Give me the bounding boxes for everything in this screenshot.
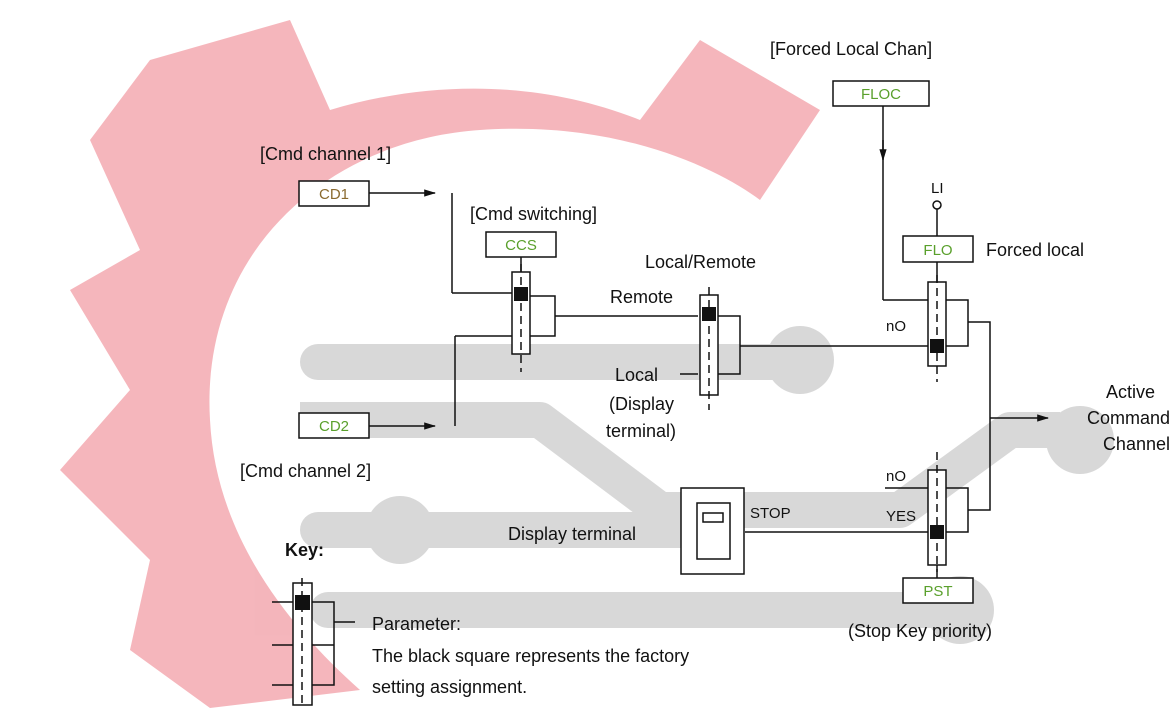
no-upper-label: nO [886, 318, 906, 335]
terminal-paren-label: terminal) [606, 421, 676, 441]
watermark [60, 20, 1114, 708]
cmd-channel-1-label: [Cmd channel 1] [260, 144, 391, 164]
local-remote-label: Local/Remote [645, 252, 756, 272]
ccs-label: CCS [505, 237, 537, 254]
remote-label: Remote [610, 287, 673, 307]
wiring [369, 106, 1050, 580]
display-terminal-device [680, 487, 745, 575]
watermark-dot-3 [366, 496, 434, 564]
watermark-dot-1 [766, 326, 834, 394]
local-remote-selector [699, 287, 719, 410]
key-title: Key: [285, 540, 324, 560]
active-label-2: Command [1087, 408, 1170, 428]
pst-label: PST [923, 583, 952, 600]
no-lower-label: nO [886, 468, 906, 485]
watermark-bar-2 [300, 402, 1060, 528]
li-label: LI [931, 180, 944, 197]
active-label-1: Active [1106, 382, 1155, 402]
display-terminal-label: Display terminal [508, 524, 636, 544]
forced-local-label: Forced local [986, 240, 1084, 260]
cd2-box: CD2 [298, 412, 370, 439]
cd2-label: CD2 [319, 418, 349, 435]
active-label-3: Channel [1103, 434, 1170, 454]
flo-selector [927, 275, 947, 382]
pst-selector [927, 452, 947, 572]
stop-key-priority-label: (Stop Key priority) [848, 621, 992, 641]
ccs-box: CCS [485, 231, 557, 258]
floc-label: FLOC [861, 86, 901, 103]
floc-box: FLOC [832, 80, 930, 107]
forced-local-chan-label: [Forced Local Chan] [770, 39, 932, 59]
watermark-gear-arc [60, 20, 820, 708]
stop-label: STOP [750, 505, 791, 522]
key-line-2: The black square represents the factory [372, 646, 689, 666]
cmd-channel-2-label: [Cmd channel 2] [240, 461, 371, 481]
flo-label: FLO [923, 242, 952, 259]
flo-box: FLO [902, 235, 974, 263]
pst-box: PST [902, 577, 974, 604]
key-line-3: setting assignment. [372, 677, 527, 697]
display-paren-label: (Display [609, 394, 674, 414]
key-symbol [272, 578, 355, 708]
cd1-label: CD1 [319, 186, 349, 203]
watermark-bar-3 [300, 512, 700, 548]
yes-label: YES [886, 508, 916, 525]
ccs-selector [511, 264, 531, 372]
watermark-bar-4 [310, 592, 950, 628]
key-line-1: Parameter: [372, 614, 461, 634]
cd1-box: CD1 [298, 180, 370, 207]
watermark-bar-1 [300, 344, 800, 380]
watermark-dot-2 [1046, 406, 1114, 474]
cmd-switching-label: [Cmd switching] [470, 204, 597, 224]
local-label: Local [615, 365, 658, 385]
